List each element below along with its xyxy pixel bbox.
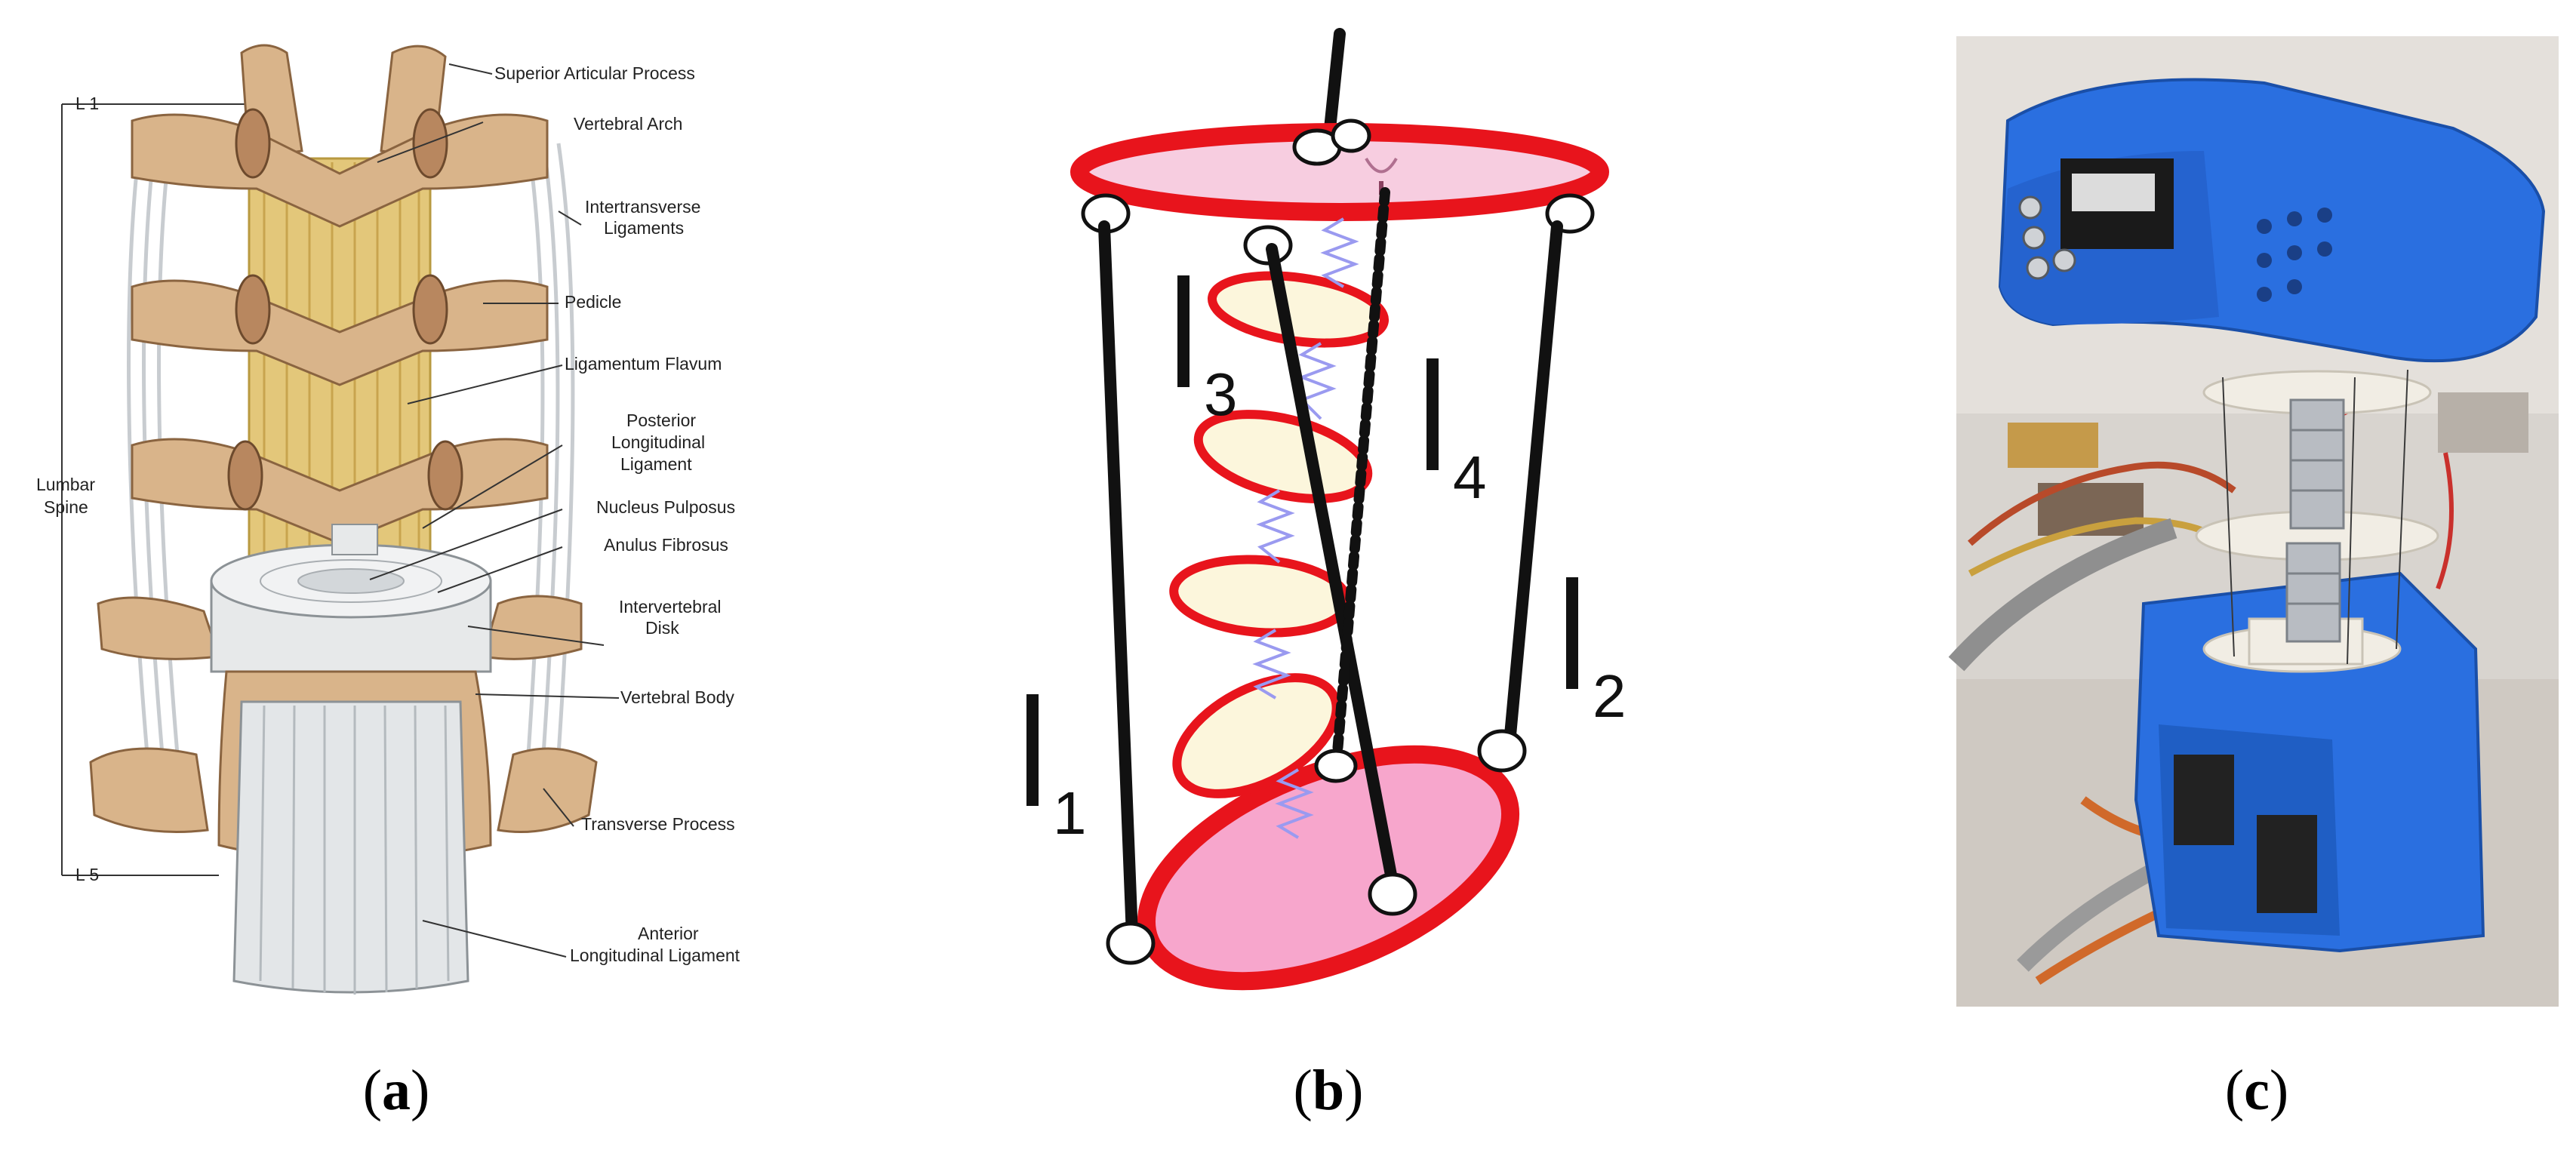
label-intertransverse-ligaments-line2: Ligaments [604,218,684,238]
lumbar-bracket: L 1 L 5 Lumbar Spine [36,94,249,884]
anatomy-leader-lines [369,63,620,958]
photo-thin-cables [2222,369,2408,665]
cable-l2 [1503,220,1563,749]
label-anterior-longitudinal-ligament-line2: Longitudinal Ligament [570,946,740,965]
label-vertebral-arch: Vertebral Arch [574,114,682,134]
cable-label-l1: 1 [1026,694,1087,847]
label-ligamentum-flavum: Ligamentum Flavum [565,354,722,374]
panel-c-prototype-photo [1948,36,2559,1007]
caption-c: (c) [2225,1059,2288,1122]
head-vent-holes [2257,208,2332,302]
photo-couplings [2285,398,2345,643]
label-intervertebral-disk-line1: Intervertebral [619,597,722,617]
label-posterior-longitudinal-ligament-line3: Ligament [620,454,692,474]
lumbar-region-label-line2: Spine [44,497,88,517]
cable-l3 [1266,243,1399,889]
panel-a-spine-anatomy: L 1 L 5 Lumbar Spine [36,44,740,995]
caption-a: (a) [363,1059,430,1122]
cable-label-l4-subscript: 4 [1453,444,1487,511]
cable-label-l1-subscript: 1 [1053,779,1087,847]
panel-b-cable-model: 1 2 3 4 [1026,28,1627,991]
photo-white-disks [2195,370,2439,673]
spine-level-bottom-label: L 5 [75,865,99,884]
pedicles [227,108,463,511]
head-servo-label [2072,174,2155,211]
cable-label-l4: 4 [1426,358,1487,511]
caption-b: (b) [1294,1059,1364,1122]
spine-level-top-label: L 1 [75,94,99,113]
label-anterior-longitudinal-ligament-line1: Anterior [638,924,699,943]
captions: (a) (b) (c) [363,1059,2288,1122]
label-posterior-longitudinal-ligament-line2: Longitudinal [611,432,705,452]
base-servo-motor-2 [2257,815,2317,913]
cables [1098,187,1563,942]
top-plate-joints [1081,118,1595,266]
bottom-plate-joints [1106,729,1527,965]
label-transverse-process: Transverse Process [581,814,735,834]
cable-l1 [1098,220,1138,942]
label-nucleus-pulposus: Nucleus Pulposus [596,497,735,517]
anatomy-labels: Superior Articular Process Vertebral Arc… [494,63,740,965]
cable-label-l3: 3 [1177,275,1238,428]
base-servo-motor [2174,755,2234,845]
cable-label-l3-subscript: 3 [1204,361,1238,428]
cable-labels: 1 2 3 4 [1026,275,1627,847]
label-pedicle: Pedicle [565,292,621,312]
head-bolts [2018,195,2076,280]
lumbar-region-label-line1: Lumbar [36,475,95,494]
cable-label-l2-subscript: 2 [1593,663,1627,730]
label-intervertebral-disk-line2: Disk [645,618,679,638]
label-vertebral-body: Vertebral Body [620,687,734,707]
intervertebral-disk [210,543,492,673]
anterior-longitudinal-ligament [232,700,469,995]
label-posterior-longitudinal-ligament-line1: Posterior [626,410,696,430]
cable-l4 [1331,187,1390,775]
coupling-grooves [2287,429,2344,605]
label-intertransverse-ligaments-line1: Intertransverse [585,197,700,217]
cable-label-l2: 2 [1566,577,1627,730]
label-superior-articular-process: Superior Articular Process [494,63,695,83]
label-anulus-fibrosus: Anulus Fibrosus [604,535,728,555]
posterior-longitudinal-ligament [331,524,378,555]
